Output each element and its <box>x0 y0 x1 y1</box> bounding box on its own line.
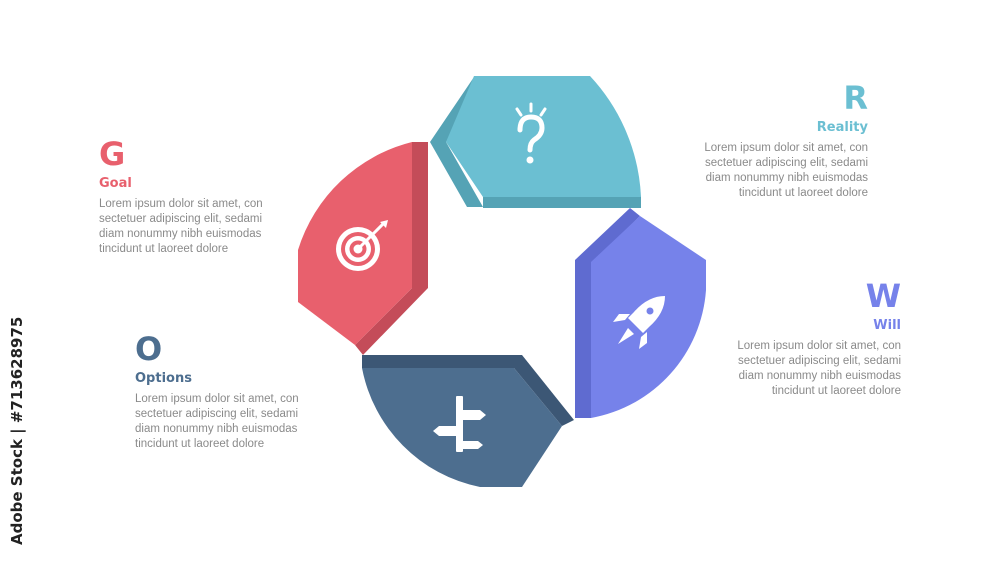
goal-desc-line: Lorem ipsum dolor sit amet, con <box>99 198 263 210</box>
goal-letter: G <box>99 135 126 173</box>
reality-segment-face <box>446 76 641 197</box>
reality-letter: R <box>843 79 868 117</box>
options-description: Lorem ipsum dolor sit amet, con sectetue… <box>135 392 335 452</box>
will-desc-line: sectetuer adipiscing elit, sedami <box>738 355 901 367</box>
goal-desc-line: tincidunt ut laoreet dolore <box>99 243 229 255</box>
reality-description: Lorem ipsum dolor sit amet, con sectetue… <box>668 141 868 201</box>
options-desc-line: Lorem ipsum dolor sit amet, con <box>135 393 299 405</box>
reality-segment-bottom <box>483 197 641 208</box>
will-title: Will <box>873 318 901 333</box>
will-block: W Will Lorem ipsum dolor sit amet, con s… <box>701 280 901 399</box>
question-icon <box>515 102 547 164</box>
options-desc-line: tincidunt ut laoreet dolore <box>135 438 265 450</box>
signpost-icon <box>433 396 486 452</box>
reality-desc-line: Lorem ipsum dolor sit amet, con <box>704 142 868 154</box>
reality-segment-side <box>430 77 490 207</box>
reality-desc-line: tincidunt ut laoreet dolore <box>738 187 868 199</box>
goal-desc-line: diam nonummy nibh euismodas <box>99 228 262 240</box>
reality-block: R Reality Lorem ipsum dolor sit amet, co… <box>668 82 868 201</box>
reality-desc-line: diam nonummy nibh euismodas <box>705 172 868 184</box>
options-segment-top <box>362 355 522 368</box>
target-icon <box>336 220 388 271</box>
will-description: Lorem ipsum dolor sit amet, con sectetue… <box>701 339 901 399</box>
goal-title: Goal <box>99 176 132 191</box>
reality-title: Reality <box>816 120 868 135</box>
options-letter: O <box>135 330 163 368</box>
goal-block: G Goal Lorem ipsum dolor sit amet, con s… <box>99 138 299 257</box>
stock-id-label: Adobe Stock | #713628975 <box>8 316 26 545</box>
will-letter: W <box>865 277 901 315</box>
will-segment-side <box>575 208 640 418</box>
reality-desc-line: sectetuer adipiscing elit, sedami <box>705 157 868 169</box>
options-title: Options <box>135 371 192 386</box>
reality-segment <box>430 76 641 208</box>
options-block: O Options Lorem ipsum dolor sit amet, co… <box>135 333 335 452</box>
rocket-icon <box>613 296 665 349</box>
will-desc-line: diam nonummy nibh euismodas <box>738 370 901 382</box>
will-desc-line: Lorem ipsum dolor sit amet, con <box>737 340 901 352</box>
goal-segment-side <box>355 142 428 355</box>
options-desc-line: sectetuer adipiscing elit, sedami <box>135 408 298 420</box>
options-segment-side <box>514 355 574 426</box>
options-segment <box>362 355 574 487</box>
options-desc-line: diam nonummy nibh euismodas <box>135 423 298 435</box>
goal-description: Lorem ipsum dolor sit amet, con sectetue… <box>99 197 299 257</box>
will-desc-line: tincidunt ut laoreet dolore <box>771 385 901 397</box>
goal-desc-line: sectetuer adipiscing elit, sedami <box>99 213 262 225</box>
